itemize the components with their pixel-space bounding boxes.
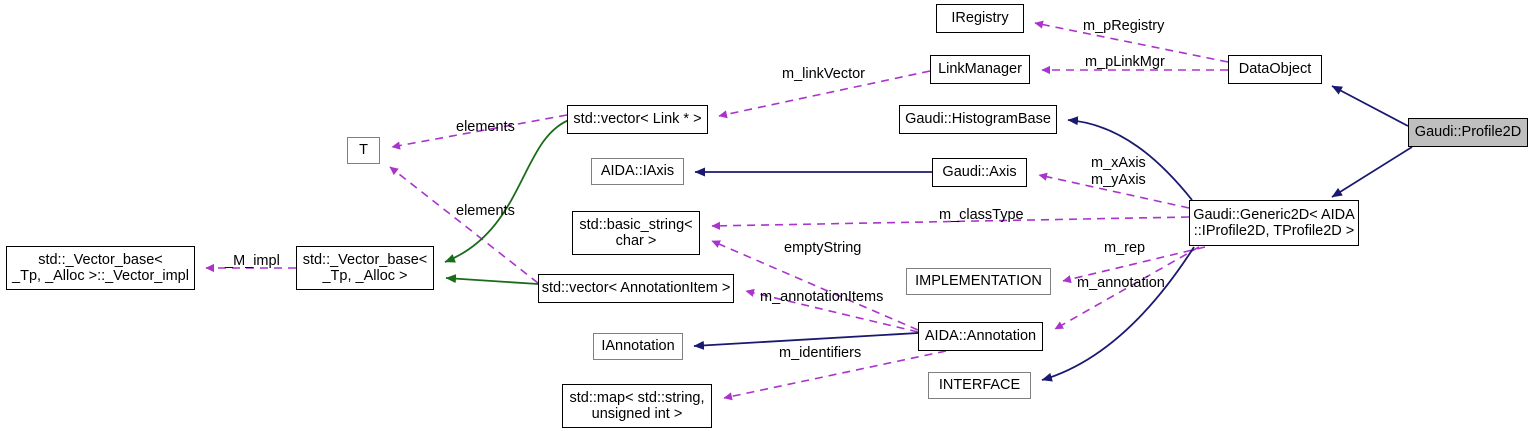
edge-elements-bottom — [389, 166, 539, 284]
edge-label-m-classtype: m_classType — [939, 207, 1024, 223]
node-std-vector-link[interactable]: std::vector< Link * > — [567, 105, 708, 134]
node-t[interactable]: T — [347, 137, 380, 164]
edge-label-m-annotation: m_annotation — [1077, 275, 1165, 291]
edge-generic2d-histogrambase — [1067, 116, 1193, 201]
node-aida-iaxis[interactable]: AIDA::IAxis — [591, 158, 684, 185]
node-std-basic-string[interactable]: std::basic_string< char > — [572, 211, 700, 255]
edge-label-m-xaxis-m-yaxis: m_xAxis m_yAxis — [1091, 155, 1146, 188]
edge-emptyString — [711, 240, 919, 331]
node-implementation[interactable]: IMPLEMENTATION — [906, 268, 1051, 295]
edge-m_linkVector — [718, 70, 931, 119]
template-edges — [444, 119, 570, 285]
node-dataobject[interactable]: DataObject — [1228, 55, 1322, 84]
edge-label-m-rep: m_rep — [1104, 240, 1146, 256]
edge-m_identifiers — [723, 350, 947, 401]
node-linkmanager[interactable]: LinkManager — [930, 55, 1030, 84]
edge-m_classType — [711, 216, 1190, 230]
node-gaudi-profile2d[interactable]: Gaudi::Profile2D — [1408, 118, 1528, 147]
edge-label-emptystring: emptyString — [784, 240, 862, 256]
edge-profile2d-generic2d — [1331, 146, 1413, 198]
node-gaudi-generic2d[interactable]: Gaudi::Generic2D< AIDA ::IProfile2D, TPr… — [1189, 200, 1359, 246]
edge-generic2d-interface — [1041, 246, 1195, 382]
edge-elements-top — [391, 114, 568, 150]
edge-label-m-linkvector: m_linkVector — [782, 66, 866, 82]
edge-label-elements-top: elements — [456, 119, 515, 135]
node-gaudi-axis[interactable]: Gaudi::Axis — [932, 158, 1027, 187]
edge-m_pRegistry — [1034, 20, 1229, 63]
node-aida-annotation[interactable]: AIDA::Annotation — [918, 322, 1043, 351]
edge-label-m-impl: _M_impl — [225, 253, 280, 269]
edge-label-m-pregistry: m_pRegistry — [1083, 18, 1165, 34]
node-gaudi-histogrambase[interactable]: Gaudi::HistogramBase — [899, 105, 1057, 134]
edge-annotation-iannotation — [693, 332, 919, 350]
inheritance-edges — [693, 85, 1413, 382]
node-std-vector-base[interactable]: std::_Vector_base< _Tp, _Alloc > — [296, 246, 434, 290]
edge-vectorlink-vectorbase — [444, 119, 570, 263]
edge-label-m-plinkmgr: m_pLinkMgr — [1085, 54, 1165, 70]
edge-label-elements-bottom: elements — [456, 203, 515, 219]
edge-m_rep — [1062, 246, 1206, 284]
node-iregistry[interactable]: IRegistry — [936, 4, 1024, 33]
node-iannotation[interactable]: IAnnotation — [593, 333, 683, 360]
node-std-map-string-uint[interactable]: std::map< std::string, unsigned int > — [562, 384, 712, 428]
node-std-vector-base-vector-impl[interactable]: std::_Vector_base< _Tp, _Alloc >::_Vecto… — [6, 246, 195, 290]
edge-label-m-annotationitems: m_annotationItems — [760, 289, 884, 305]
node-std-vector-annotationitem[interactable]: std::vector< AnnotationItem > — [538, 274, 734, 303]
edge-m_xAxis — [1038, 172, 1190, 209]
usage-edges — [205, 20, 1229, 401]
edge-profile2d-dataobject — [1331, 85, 1409, 127]
edge-label-m-identifiers: m_identifiers — [779, 345, 862, 361]
edge-m_annotationItems — [745, 288, 919, 333]
edge-vectorannitem-vectorbase — [445, 274, 539, 285]
node-interface[interactable]: INTERFACE — [928, 372, 1031, 399]
